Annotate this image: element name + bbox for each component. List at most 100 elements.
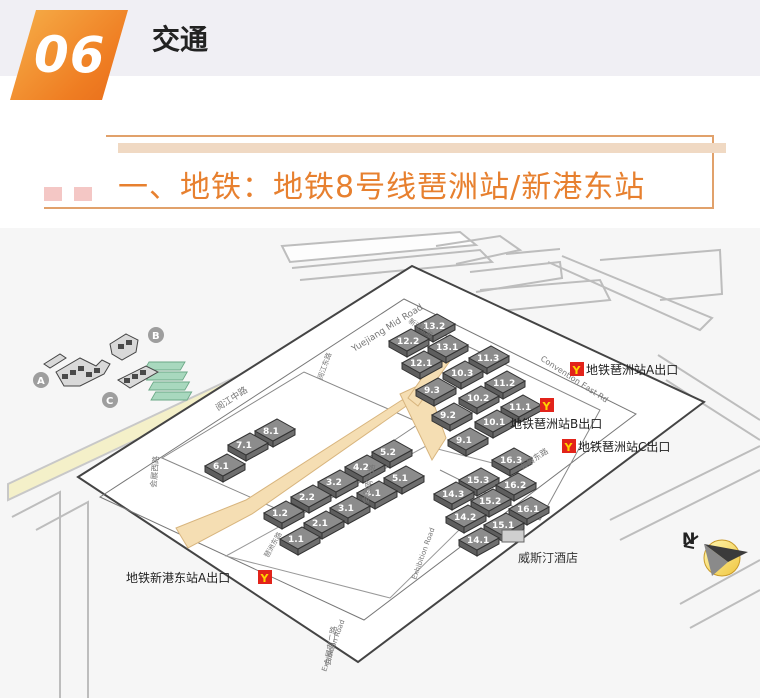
hall-label: 14.2 <box>454 513 476 523</box>
hall-label: 11.1 <box>509 403 531 413</box>
locator-label-b: B <box>152 331 160 342</box>
hall-label: 14.3 <box>442 490 464 500</box>
exhibition-hall: 10.2 <box>457 385 501 415</box>
exhibition-hall: 11.1 <box>499 394 543 424</box>
hall-label: 12.1 <box>410 359 432 369</box>
svg-text:Y: Y <box>572 364 582 377</box>
hall-label: 3.2 <box>326 478 342 488</box>
road-label-huizhan-west: 会展西路 <box>148 455 161 488</box>
svg-text:Y: Y <box>564 441 574 454</box>
exit-label: 地铁新港东站A出口 <box>126 570 230 585</box>
exhibition-hall: 3.2 <box>316 469 360 499</box>
hall-label: 3.1 <box>338 504 354 514</box>
hall-label: 10.2 <box>467 394 489 404</box>
hall-label: 2.2 <box>299 493 315 503</box>
hall-label: 15.3 <box>467 476 489 486</box>
hall-label: 9.1 <box>456 436 472 446</box>
hall-label: 4.2 <box>353 463 369 473</box>
hall-label: 12.2 <box>397 337 419 347</box>
hall-label: 1.2 <box>272 509 288 519</box>
exhibition-hall: 3.1 <box>328 495 372 525</box>
exhibition-hall: 4.2 <box>343 454 387 484</box>
exhibition-hall: 10.1 <box>473 409 517 439</box>
locator-label-a: A <box>37 376 45 387</box>
hall-label: 15.2 <box>479 497 501 507</box>
exhibition-hall: 13.2 <box>413 313 457 343</box>
hall-label: 16.3 <box>500 456 522 466</box>
exhibition-hall: 9.3 <box>414 377 458 407</box>
metro-logo-icon <box>540 398 554 412</box>
exhibition-hall: 12.2 <box>387 328 431 358</box>
hall-label: 10.3 <box>451 369 473 379</box>
heading-frame-top <box>106 135 714 137</box>
metro-exit-xingang-a: Y 地铁新港东站A出口 <box>126 570 272 585</box>
hall-label: 5.2 <box>380 448 396 458</box>
hall-label: 11.2 <box>493 379 515 389</box>
exhibition-hall: 2.1 <box>302 510 346 540</box>
exhibition-hall: 7.1 <box>226 432 270 462</box>
exit-label: 地铁琶洲站B出口 <box>510 417 602 431</box>
exhibition-hall: 11.3 <box>467 345 511 375</box>
exit-label: 地铁琶洲站C出口 <box>578 440 670 454</box>
exhibition-hall: 5.2 <box>370 439 414 469</box>
hall-label: 8.1 <box>263 427 279 437</box>
exhibition-hall: 9.2 <box>430 402 474 432</box>
heading-square-decoration <box>74 187 92 201</box>
exhibition-hall: 9.1 <box>446 427 490 457</box>
hall-label: 9.2 <box>440 411 456 421</box>
exhibition-hall: 14.2 <box>444 504 488 534</box>
exit-label: 地铁琶洲站A出口 <box>586 363 678 377</box>
compass-north-label: N <box>682 529 695 548</box>
hall-label: 9.3 <box>424 386 440 396</box>
hall-label: 6.1 <box>213 462 229 472</box>
exhibition-hall: 2.2 <box>289 484 333 514</box>
heading-frame-right <box>712 135 714 209</box>
svg-text:Y: Y <box>542 400 552 413</box>
metro-exit-pazhou-a: Y 地铁琶洲站A出口 <box>570 362 678 377</box>
exhibition-hall: 16.2 <box>494 472 538 502</box>
hall-label: 16.1 <box>517 505 539 515</box>
heading-frame-bottom <box>44 207 714 209</box>
exhibition-hall: 14.1 <box>457 527 501 557</box>
hall-label: 13.1 <box>436 343 458 353</box>
hall-label: 4.1 <box>365 489 381 499</box>
metro-logo-icon <box>562 439 576 453</box>
exhibition-hall: 4.1 <box>355 480 399 510</box>
subway-heading: 一、地铁：地铁8号线琶洲站/新港东站 <box>118 170 646 205</box>
exhibition-hall: 10.3 <box>441 360 485 390</box>
metro-exit-pazhou-b: Y 地铁琶洲站B出口 <box>510 398 602 431</box>
locator-mini-map: A B C <box>33 327 164 408</box>
hall-label: 16.2 <box>504 481 526 491</box>
hall-label: 13.2 <box>423 322 445 332</box>
exhibition-hall: 5.1 <box>382 465 426 495</box>
exhibition-hall: 11.2 <box>483 370 527 400</box>
section-title: 交通 <box>152 23 209 56</box>
hall-label: 10.1 <box>483 418 505 428</box>
metro-logo-icon <box>258 570 272 584</box>
hall-label: 11.3 <box>477 354 499 364</box>
heading-square-decoration <box>44 187 62 201</box>
green-building <box>143 361 193 401</box>
exhibition-hall: 12.1 <box>400 350 444 380</box>
compass-icon: N <box>682 529 748 577</box>
exhibition-hall: 1.2 <box>262 500 306 530</box>
exhibition-hall: 16.3 <box>490 447 534 477</box>
section-number: 06 <box>34 26 106 84</box>
exhibition-halls: 13.2 12.2 13.1 11.3 12.1 10.3 11.2 9.3 10.2 11.1 9… <box>203 313 551 557</box>
exhibition-hall: 13.1 <box>426 334 470 364</box>
hall-label: 14.1 <box>467 536 489 546</box>
heading-highlight-bar <box>118 143 726 153</box>
metro-exit-pazhou-c: Y 地铁琶洲站C出口 <box>562 439 670 454</box>
hall-label: 5.1 <box>392 474 408 484</box>
locator-label-c: C <box>106 396 113 407</box>
hall-label: 15.1 <box>492 521 514 531</box>
metro-logo-icon <box>570 362 584 376</box>
hall-label: 7.1 <box>236 441 252 451</box>
svg-text:Y: Y <box>260 572 270 585</box>
hall-label: 2.1 <box>312 519 328 529</box>
exhibition-hall: 16.1 <box>507 496 551 526</box>
exhibition-hall: 1.1 <box>278 526 322 556</box>
westin-hotel: 威斯汀酒店 <box>501 529 578 565</box>
hall-label: 1.1 <box>288 535 304 545</box>
